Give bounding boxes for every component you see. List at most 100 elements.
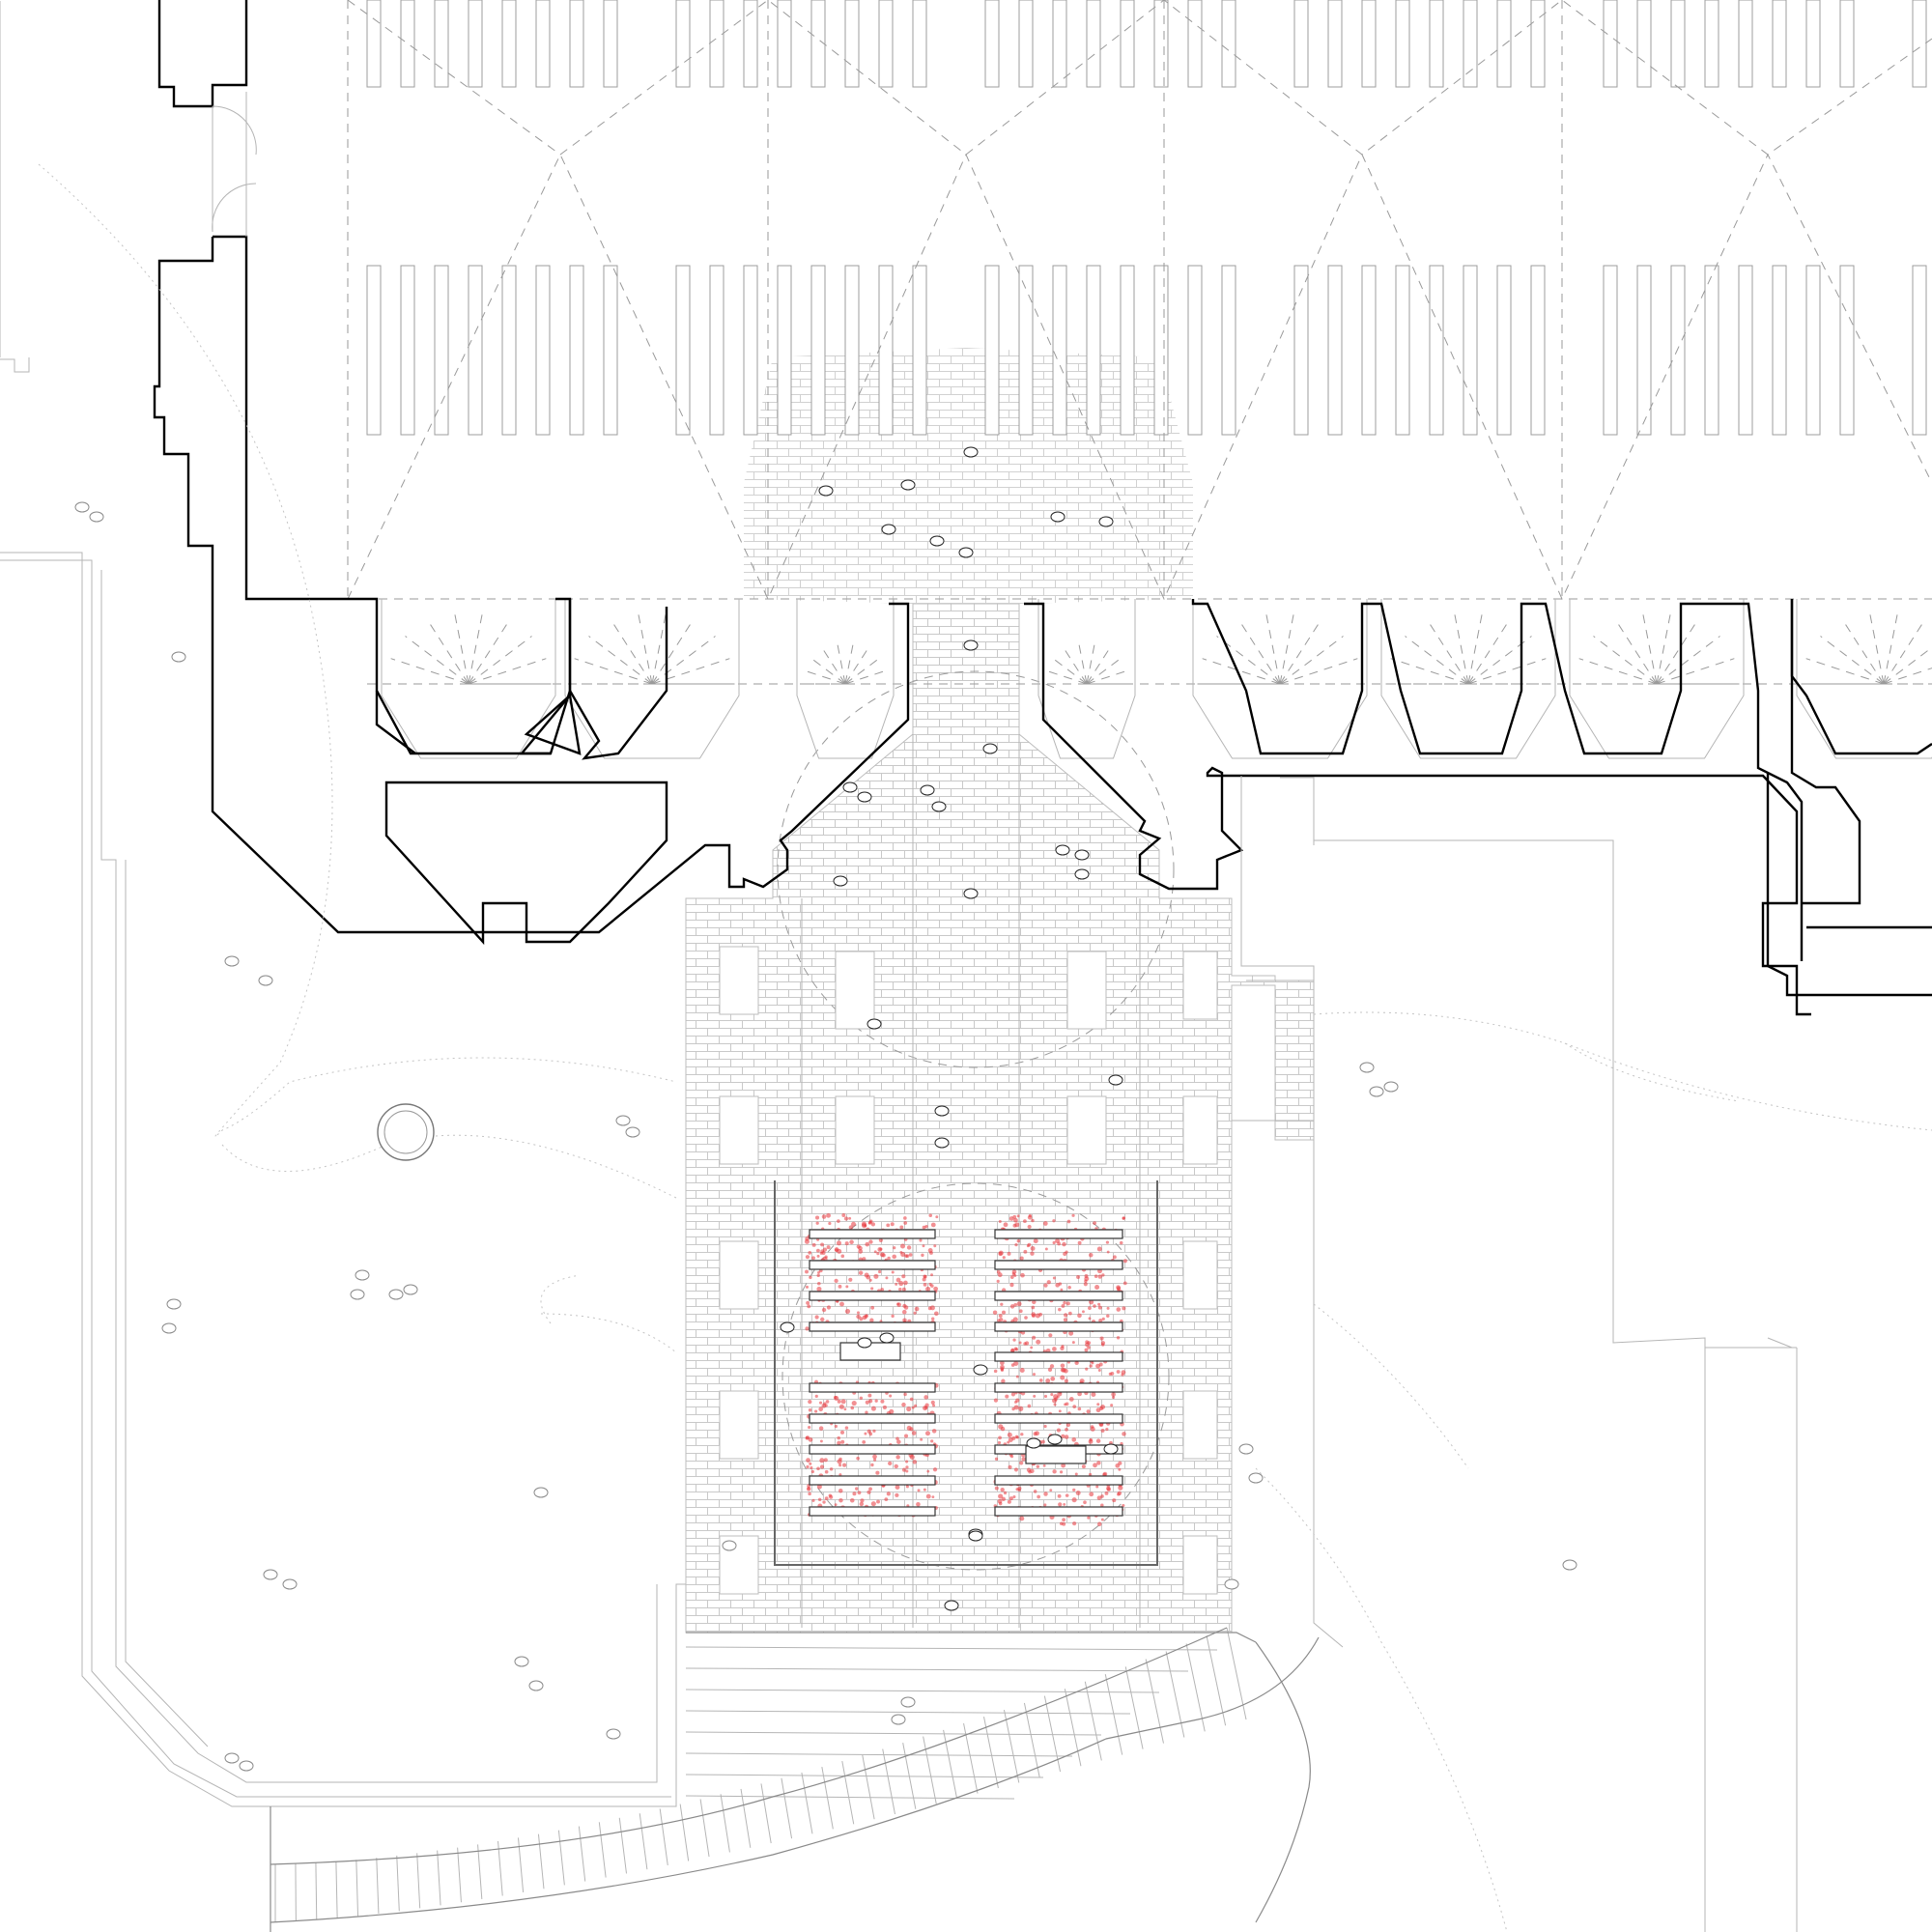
seating-benches bbox=[809, 1229, 1123, 1517]
person-figure bbox=[1050, 511, 1065, 523]
accent-dot bbox=[838, 1284, 842, 1289]
accent-dot bbox=[1118, 1485, 1123, 1491]
accent-dot bbox=[838, 1404, 844, 1409]
accent-dot bbox=[1002, 1256, 1006, 1260]
accent-dot bbox=[1056, 1428, 1061, 1433]
accent-dot bbox=[906, 1425, 912, 1431]
accent-dot bbox=[1112, 1498, 1117, 1503]
accent-dot bbox=[1055, 1283, 1060, 1288]
accent-dot bbox=[852, 1492, 857, 1496]
ramp-step bbox=[781, 1777, 793, 1839]
pew-middle bbox=[1912, 265, 1927, 436]
accent-dot bbox=[902, 1318, 907, 1323]
accent-dot bbox=[1016, 1301, 1022, 1307]
accent-dot bbox=[1094, 1274, 1098, 1278]
ramp-step bbox=[437, 1850, 441, 1906]
accent-dot bbox=[1043, 1424, 1047, 1429]
pew-top bbox=[468, 0, 483, 88]
accent-dot bbox=[1030, 1251, 1035, 1256]
apse-rib bbox=[1467, 658, 1547, 685]
accent-dot bbox=[916, 1501, 921, 1507]
accent-dot bbox=[925, 1493, 931, 1499]
accent-dot bbox=[1100, 1494, 1104, 1498]
accent-dot bbox=[862, 1440, 867, 1444]
accent-dot bbox=[1071, 1437, 1077, 1442]
pew-top bbox=[434, 0, 449, 88]
accent-dot bbox=[838, 1457, 842, 1462]
accent-dot bbox=[1050, 1393, 1054, 1397]
person-figure bbox=[881, 524, 896, 535]
round-feature bbox=[377, 1103, 435, 1161]
accent-dot bbox=[895, 1277, 901, 1283]
person-figure bbox=[900, 1696, 916, 1708]
accent-dot bbox=[1013, 1467, 1019, 1472]
accent-dot bbox=[1084, 1348, 1089, 1352]
accent-dot bbox=[1089, 1492, 1094, 1497]
accent-dot bbox=[814, 1215, 820, 1220]
accent-dot bbox=[1095, 1438, 1101, 1443]
accent-dot bbox=[896, 1439, 901, 1444]
apse-rib bbox=[844, 647, 869, 685]
accent-dot bbox=[1101, 1273, 1105, 1277]
apse-outline bbox=[1796, 599, 1932, 759]
person-figure bbox=[958, 547, 974, 558]
accent-dot bbox=[1100, 1518, 1104, 1521]
accent-dot bbox=[824, 1469, 829, 1474]
accent-dot bbox=[816, 1466, 820, 1471]
person-figure bbox=[857, 1337, 872, 1349]
accent-dot bbox=[1084, 1279, 1088, 1283]
accent-dot bbox=[822, 1500, 826, 1504]
accent-dot bbox=[1067, 1285, 1071, 1290]
accent-dot bbox=[842, 1463, 847, 1467]
ramp-step bbox=[376, 1858, 380, 1914]
accent-dot bbox=[1096, 1495, 1102, 1500]
pew-middle bbox=[569, 265, 584, 436]
person-figure bbox=[533, 1487, 549, 1498]
accent-dot bbox=[930, 1400, 935, 1405]
accent-dot bbox=[818, 1497, 822, 1501]
accent-dot bbox=[1071, 1341, 1075, 1345]
pew-middle bbox=[810, 265, 826, 436]
accent-dot bbox=[1007, 1440, 1010, 1444]
accent-dot bbox=[928, 1213, 933, 1217]
accent-dot bbox=[1074, 1472, 1078, 1476]
person-figure bbox=[282, 1578, 298, 1590]
person-figure bbox=[1055, 844, 1070, 856]
accent-dot bbox=[1027, 1224, 1032, 1230]
ramp-edges bbox=[270, 1627, 1320, 1932]
apse-rib bbox=[1883, 646, 1932, 685]
accent-dot bbox=[818, 1406, 824, 1412]
accent-dot bbox=[864, 1432, 867, 1435]
accent-dot bbox=[820, 1242, 825, 1247]
bench-left bbox=[809, 1506, 936, 1517]
accent-dot bbox=[1007, 1499, 1011, 1504]
bench-left bbox=[809, 1413, 936, 1424]
accent-dot bbox=[816, 1281, 821, 1286]
accent-dot bbox=[861, 1221, 867, 1227]
apse-rib bbox=[468, 636, 532, 685]
pew-top bbox=[675, 0, 691, 88]
person-figure bbox=[867, 1018, 882, 1030]
person-figure bbox=[1074, 868, 1090, 880]
accent-dot bbox=[828, 1221, 832, 1226]
accent-dot bbox=[873, 1273, 879, 1279]
person-figure bbox=[1108, 1074, 1123, 1086]
accent-dot bbox=[869, 1318, 874, 1322]
accent-dot bbox=[1022, 1219, 1027, 1224]
accent-dot bbox=[919, 1238, 923, 1242]
ramp-step bbox=[882, 1748, 895, 1815]
bench-left bbox=[809, 1475, 936, 1486]
accent-dot bbox=[809, 1275, 812, 1280]
accent-dot bbox=[1045, 1378, 1051, 1383]
accent-dot bbox=[1058, 1502, 1063, 1507]
apse-rib bbox=[844, 642, 854, 685]
accent-dot bbox=[843, 1407, 847, 1411]
accent-dot bbox=[1009, 1282, 1014, 1288]
person-figure bbox=[403, 1284, 418, 1295]
apse-rib bbox=[574, 658, 653, 685]
accent-dot bbox=[805, 1269, 809, 1274]
person-figure bbox=[161, 1322, 177, 1334]
accent-dot bbox=[1106, 1314, 1110, 1319]
accent-dot bbox=[834, 1395, 839, 1401]
accent-dot bbox=[928, 1282, 932, 1287]
